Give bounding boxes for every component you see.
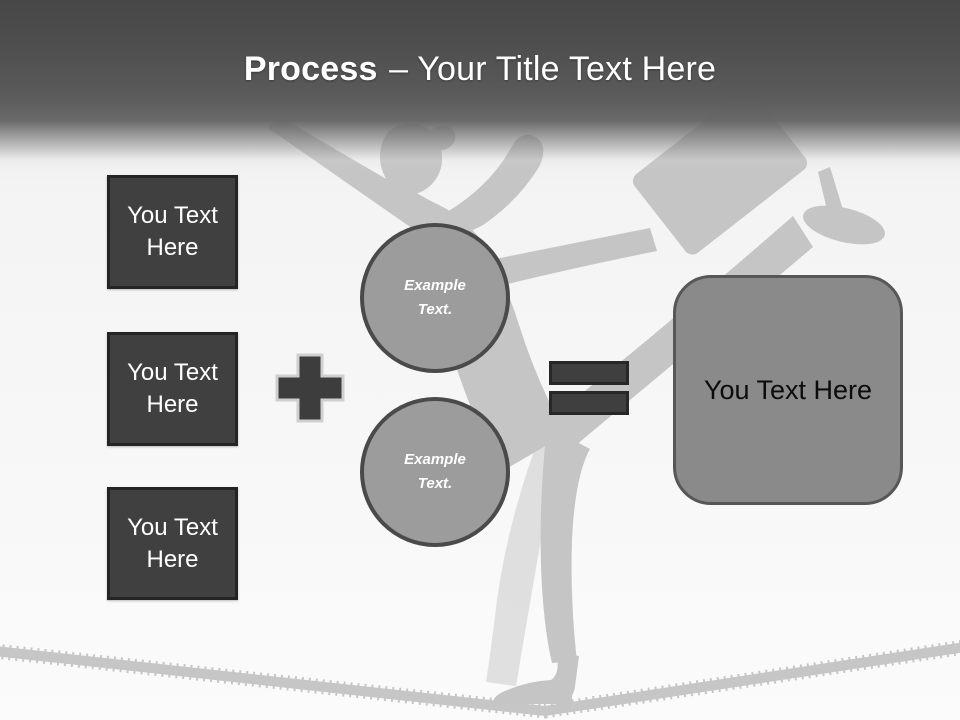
- example-circle-1-label: Example Text.: [404, 277, 466, 318]
- input-box-2-label: You Text Here: [127, 359, 218, 418]
- input-box-3[interactable]: You Text Here: [107, 487, 238, 600]
- input-box-1-label: You Text Here: [127, 202, 218, 261]
- result-box-label: You Text Here: [703, 374, 873, 405]
- input-box-1[interactable]: You Text Here: [107, 175, 238, 289]
- example-circle-2-label: Example Text.: [404, 451, 466, 492]
- input-box-2[interactable]: You Text Here: [107, 332, 238, 446]
- equals-bar-bottom: [549, 391, 629, 415]
- example-circle-1[interactable]: Example Text.: [360, 223, 510, 373]
- header-banner: [0, 0, 960, 172]
- input-box-3-label: You Text Here: [127, 513, 218, 573]
- tightrope-rope: [0, 640, 960, 719]
- plus-icon: [275, 353, 345, 423]
- equals-bar-top: [549, 361, 629, 385]
- example-circle-2[interactable]: Example Text.: [360, 397, 510, 547]
- title-rest: – Your Title Text Here: [389, 50, 717, 88]
- equals-icon: [549, 361, 629, 415]
- slide-title[interactable]: Process – Your Title Text Here: [0, 50, 960, 89]
- result-box[interactable]: You Text Here: [673, 275, 903, 505]
- title-emphasis: Process: [243, 50, 378, 88]
